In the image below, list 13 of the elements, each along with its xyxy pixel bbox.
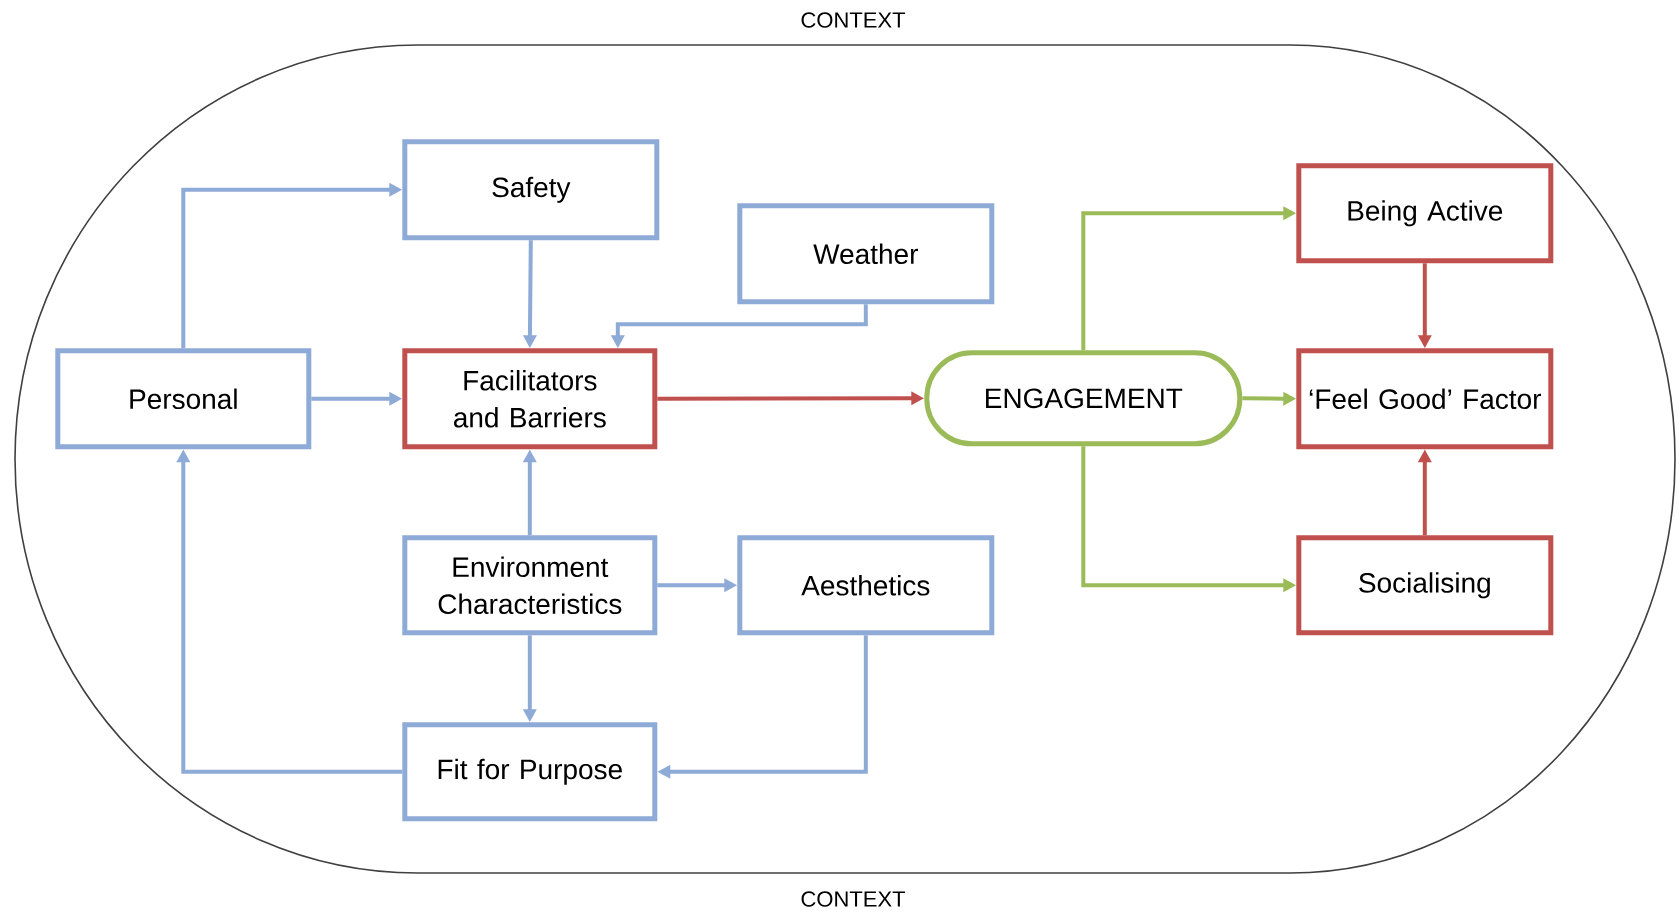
factor-box: Fit for Purpose xyxy=(402,722,658,822)
factor-box: Facilitators and Barriers xyxy=(402,348,658,450)
factor-box: Environment Characteristics xyxy=(402,535,658,636)
factor-box: Personal xyxy=(55,348,312,450)
factor-box: ‘Feel Good’ Factor xyxy=(1296,348,1554,450)
factor-box: Aesthetics xyxy=(737,535,995,636)
factor-box: Being Active xyxy=(1296,163,1554,264)
factor-box: Socialising xyxy=(1296,535,1554,636)
engagement-pill: ENGAGEMENT xyxy=(924,350,1243,447)
context-label: CONTEXT xyxy=(801,891,906,907)
factor-box: Weather xyxy=(737,203,995,305)
factor-box: Safety xyxy=(402,139,660,241)
context-label: CONTEXT xyxy=(801,12,906,28)
